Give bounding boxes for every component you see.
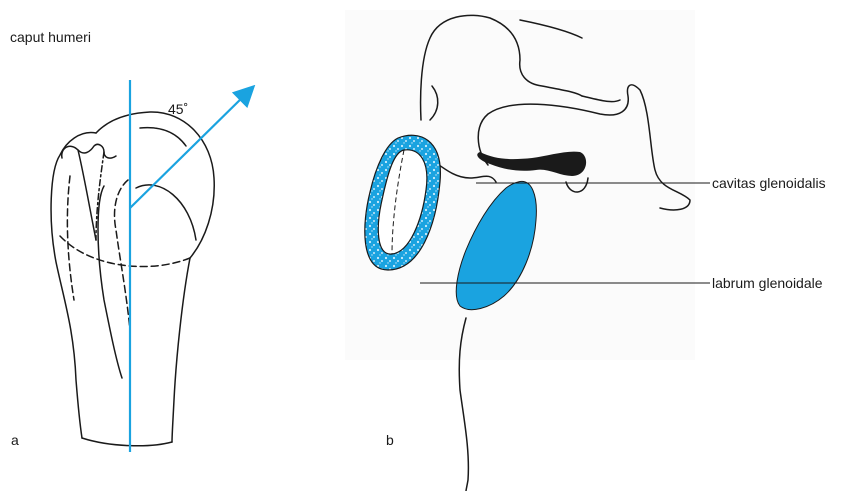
angle-arrow: [130, 91, 249, 208]
humerus-drawing: [51, 112, 214, 446]
groove-outline-3: [67, 176, 74, 300]
shaft-left-outline: [51, 133, 96, 438]
head-inner-line-2: [140, 128, 186, 146]
labrum-glenoidale-label: labrum glenoidale: [712, 275, 823, 291]
caput-humeri-label: caput humeri: [10, 29, 91, 45]
cavitas-glenoidalis-label: cavitas glenoidalis: [712, 175, 826, 191]
panel-b-label: b: [386, 432, 394, 448]
groove-outline-2: [115, 180, 131, 330]
shaft-right-outline: [172, 258, 190, 442]
panel-a-label: a: [11, 432, 19, 448]
shaft-bottom-outline: [82, 438, 172, 446]
anatomical-neck-dashed: [60, 236, 190, 267]
angle-label: 45˚: [168, 101, 188, 117]
groove-outline: [98, 186, 122, 378]
tubercle-outline: [62, 144, 116, 158]
tubercle-ridge: [78, 150, 96, 240]
